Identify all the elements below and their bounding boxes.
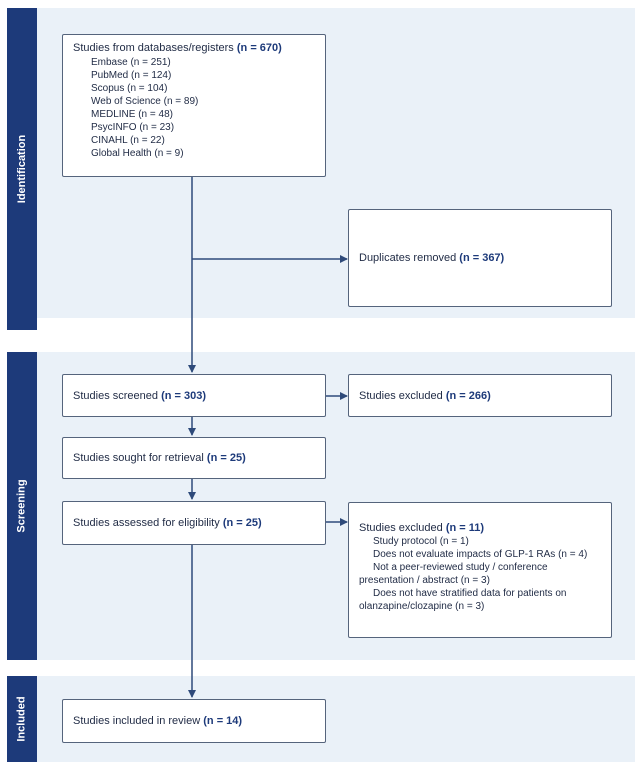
source-item: PsycINFO (n = 23) [91,122,175,133]
source-item: Web of Science (n = 89) [91,96,199,107]
source-item: Global Health (n = 9) [91,148,184,159]
source-item: Embase (n = 251) [91,57,171,68]
sources-list: Embase (n = 251) PubMed (n = 124) Scopus… [73,56,325,160]
studies-screened-box: Studies screened (n = 303) [62,374,326,417]
included-section-label: Included [7,676,37,762]
studies-assessed-box: Studies assessed for eligibility (n = 25… [62,501,326,545]
records-identified-box: Studies from databases/registers (n = 67… [62,34,326,177]
excluded-reasons-title: Studies excluded (n = 11) [359,522,485,534]
reason-item: Not a peer-reviewed study / conference [373,562,548,573]
reason-item: presentation / abstract (n = 3) [359,575,490,586]
source-item: Scopus (n = 104) [91,83,168,94]
studies-excluded-reasons-box: Studies excluded (n = 11) Study protocol… [348,502,612,638]
source-item: PubMed (n = 124) [91,70,172,81]
duplicates-removed-box: Duplicates removed (n = 367) [348,209,612,307]
screening-section-label: Screening [7,352,37,660]
reason-item: olanzapine/clozapine (n = 3) [359,601,485,612]
records-title: Studies from databases/registers (n = 67… [73,42,282,54]
source-item: MEDLINE (n = 48) [91,109,173,120]
studies-included-box: Studies included in review (n = 14) [62,699,326,743]
studies-excluded-box: Studies excluded (n = 266) [348,374,612,417]
reason-item: Does not have stratified data for patien… [373,588,567,599]
source-item: CINAHL (n = 22) [91,135,165,146]
identification-section-label: Identification [7,8,37,330]
reason-item: Does not evaluate impacts of GLP-1 RAs (… [373,549,588,560]
reason-item: Study protocol (n = 1) [373,536,469,547]
studies-sought-box: Studies sought for retrieval (n = 25) [62,437,326,479]
